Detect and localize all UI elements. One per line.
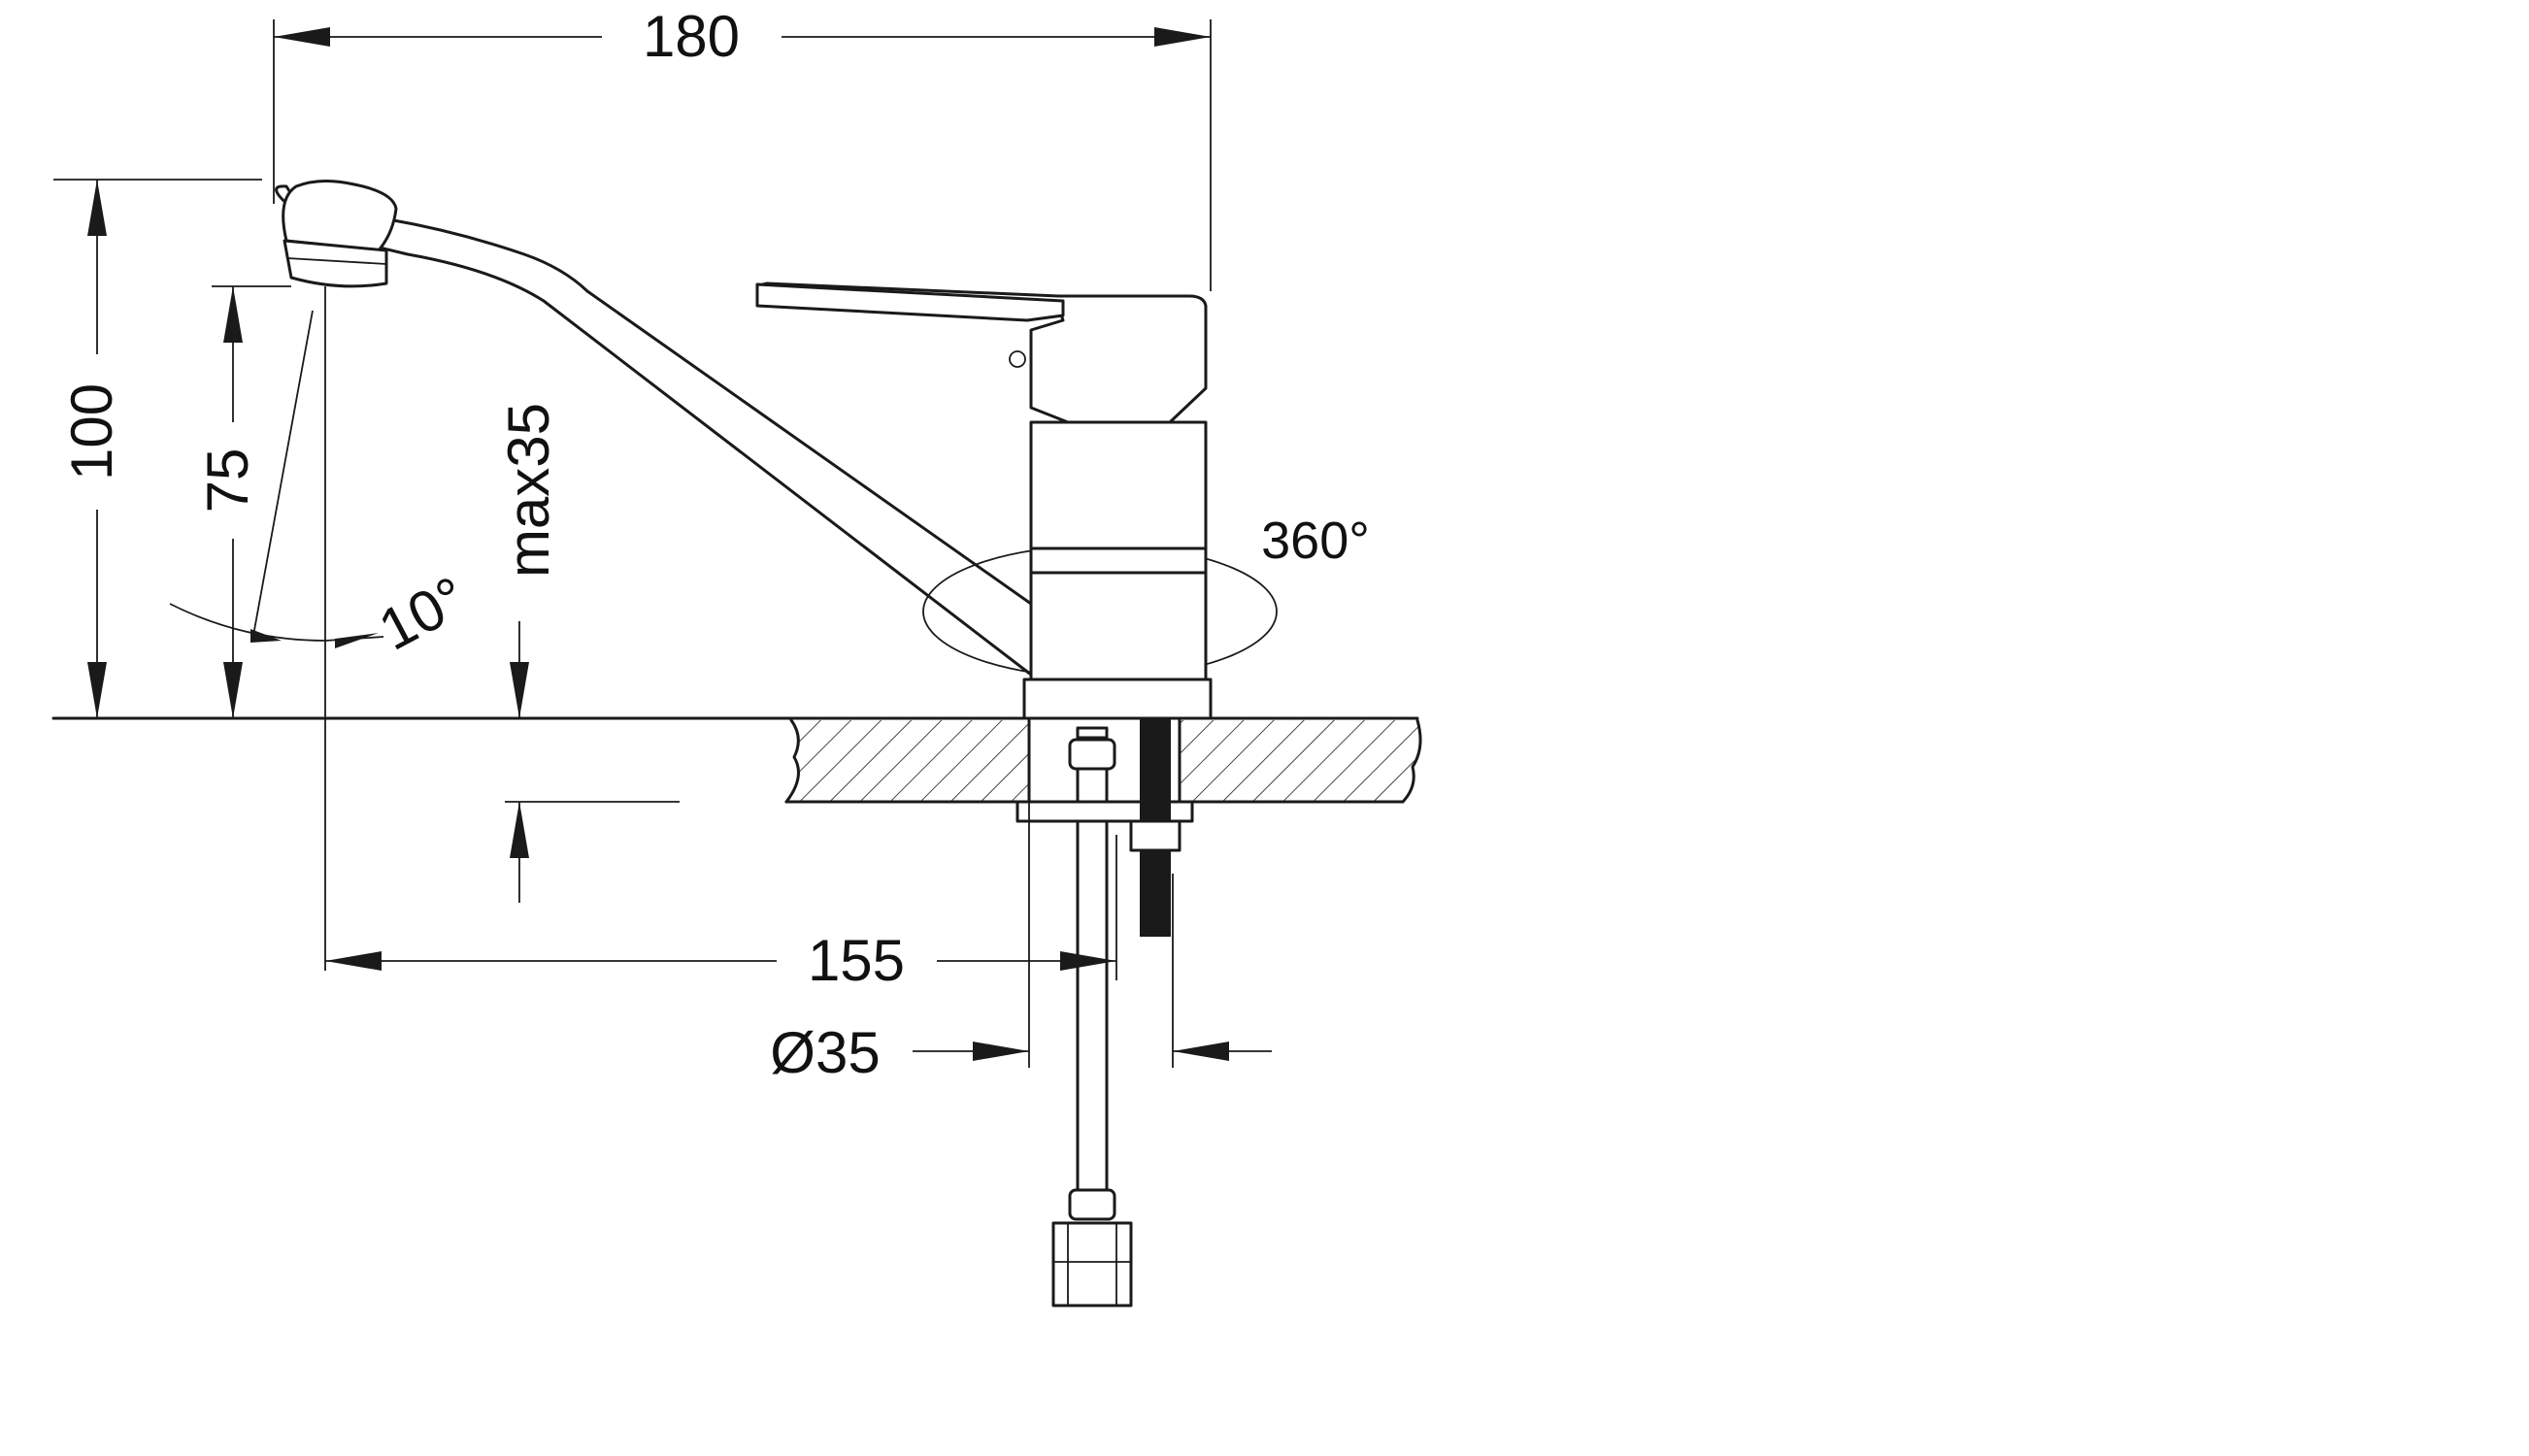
countertop-break-left (784, 718, 800, 804)
handle-pin (1009, 350, 1026, 368)
hose-fitting (1068, 1188, 1116, 1221)
faucet (275, 180, 1278, 720)
label-180: 180 (643, 4, 740, 69)
dimensions (53, 19, 1272, 1068)
arrow-155-left (325, 951, 382, 971)
hose-nut-top (1076, 726, 1109, 740)
handle-lever (757, 281, 1208, 424)
arrow-155-right (1060, 951, 1116, 971)
arrow-100-top (87, 180, 107, 236)
label-155: 155 (808, 928, 905, 993)
arrow-max35-bottom (510, 802, 529, 858)
countertop (51, 716, 1422, 804)
hose-neck (1076, 767, 1109, 804)
arrow-angle-right (335, 633, 379, 648)
arrow-75-bottom (223, 662, 243, 718)
faucet-body (1029, 420, 1208, 681)
label-max35: max35 (496, 403, 561, 578)
dimension-labels: 180 100 75 max35 10° 360° 155 Ø35 (59, 4, 1370, 1085)
aerator-ring (286, 257, 387, 265)
water-hose (1076, 819, 1109, 1192)
arrow-angle-left (250, 629, 282, 643)
arrow-100-bottom (87, 662, 107, 718)
angle-arc (169, 603, 384, 642)
label-100: 100 (59, 383, 124, 480)
label-75: 75 (195, 448, 260, 513)
arrow-d35-left (973, 1042, 1029, 1061)
arrow-180-right (1154, 27, 1211, 47)
base-ring (1022, 678, 1213, 720)
arrow-180-left (274, 27, 330, 47)
handle-grip (755, 282, 1065, 322)
hose-nut-bottom (1051, 1221, 1133, 1307)
arrow-75-top (223, 286, 243, 343)
hose-connector (1068, 738, 1116, 771)
countertop-break-right (1401, 718, 1422, 804)
stud-nut (1129, 819, 1181, 852)
spout-head (282, 180, 398, 252)
arrow-max35-top (510, 662, 529, 718)
underside-fittings (1015, 719, 1194, 1307)
aerator (283, 239, 388, 288)
label-d35: Ø35 (770, 1020, 880, 1085)
arrow-d35-right (1173, 1042, 1229, 1061)
label-angle: 10° (369, 564, 478, 663)
label-rotation: 360° (1261, 512, 1370, 570)
flow-angle-line (251, 310, 314, 642)
